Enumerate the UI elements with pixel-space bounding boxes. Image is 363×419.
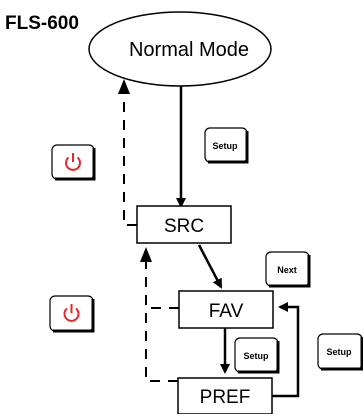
setup-button-loop[interactable]: Setup [317, 333, 363, 371]
power-button-lower[interactable] [49, 295, 95, 333]
fav-label: FAV [209, 301, 244, 322]
pref-label: PREF [200, 387, 251, 408]
next-button[interactable]: Next [265, 251, 311, 288]
fav-node: FAV [178, 290, 274, 329]
arrow-pref-loop-to-fav [272, 302, 300, 398]
dashed-return-src-to-normal [123, 82, 137, 226]
next-label: Next [277, 265, 297, 275]
setup-fav-pref-label: Setup [243, 351, 269, 361]
normal-mode-label: Normal Mode [129, 39, 249, 61]
src-label: SRC [164, 216, 204, 237]
setup-loop-label: Setup [326, 347, 352, 357]
power-icon [65, 153, 81, 171]
power-button-upper[interactable] [51, 144, 96, 181]
src-node: SRC [136, 205, 232, 244]
power-icon [63, 304, 80, 322]
pref-node: PREF [177, 377, 273, 415]
normal-mode-node: Normal Mode [88, 11, 272, 87]
dashed-return-fav-pref-to-src [145, 250, 179, 382]
dashed-return-arrowhead-top [118, 79, 130, 94]
setup-main-label: Setup [212, 141, 238, 151]
dashed-return-arrowhead-src [140, 247, 152, 262]
setup-button-main[interactable]: Setup [204, 127, 249, 164]
device-title: FLS-600 [5, 13, 79, 34]
setup-button-fav-pref[interactable]: Setup [234, 337, 280, 374]
arrow-src-to-fav [197, 244, 223, 289]
